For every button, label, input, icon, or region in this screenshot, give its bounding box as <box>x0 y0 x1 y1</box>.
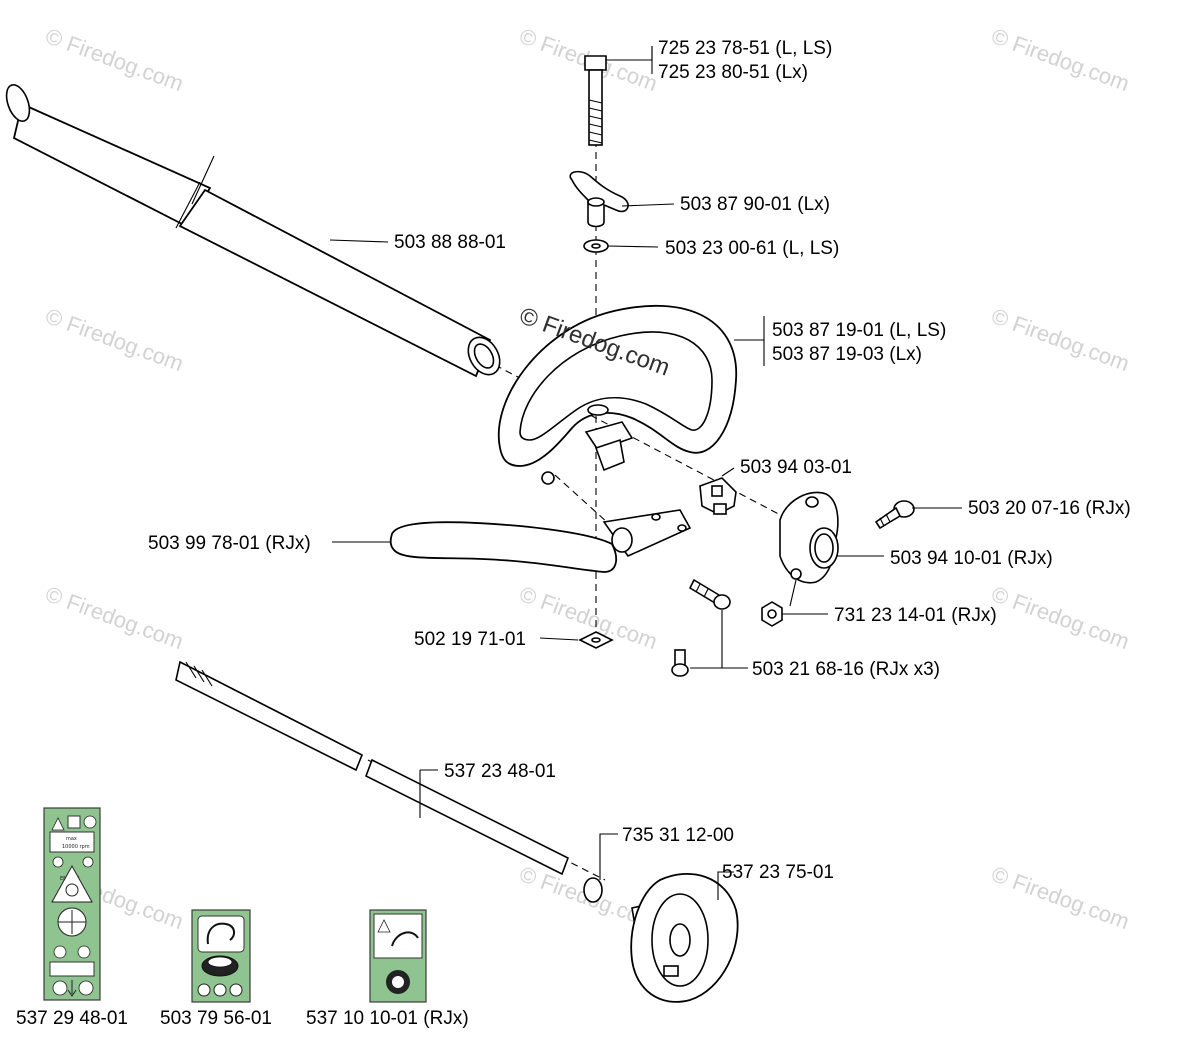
decal-text: 10000 rpm <box>62 844 90 850</box>
part-number-label: 537 29 48-01 <box>16 1008 128 1029</box>
part-number-label: 503 99 78-01 (RJx) <box>148 533 311 554</box>
part-number-label: 503 23 00-61 (L, LS) <box>665 238 839 259</box>
watermark: © Firedog.com <box>42 581 186 654</box>
watermark: © Firedog.com <box>42 303 186 376</box>
part-number-label: 731 23 14-01 (RJx) <box>834 605 997 626</box>
part-number-label: 503 94 03-01 <box>740 457 852 478</box>
part-number-label: 503 88 88-01 <box>394 232 506 253</box>
part-number-label: 503 87 90-01 (Lx) <box>680 194 830 215</box>
break-mark <box>191 155 215 205</box>
part-number-label: 725 23 78-51 (L, LS) <box>658 38 832 59</box>
holder-part <box>779 491 839 584</box>
watermark-group: © Firedog.com © Firedog.com © Firedog.co… <box>42 23 1132 934</box>
part-number-label: 537 23 75-01 <box>722 862 834 883</box>
watermark: © Firedog.com <box>988 861 1132 934</box>
decal-safety-sticker: max 10000 rpm EN1486 <box>43 807 101 1001</box>
handle-part <box>497 304 737 485</box>
knob-part <box>569 170 629 228</box>
washer-hole <box>591 243 601 249</box>
screws-part <box>671 578 731 677</box>
square-nut-hole <box>591 637 601 643</box>
part-number-label: 725 23 80-51 (Lx) <box>658 62 808 83</box>
nut-part <box>761 601 783 627</box>
watermark: © Firedog.com <box>42 23 186 96</box>
leader-lines <box>329 46 962 900</box>
watermark: © Firedog.com <box>988 303 1132 376</box>
part-number-label: 503 20 07-16 (RJx) <box>968 498 1131 519</box>
part-number-label: 503 79 56-01 <box>160 1008 272 1029</box>
part-number-label: 537 23 48-01 <box>444 761 556 782</box>
clamp-part <box>699 477 737 515</box>
break-mark <box>175 181 201 229</box>
axis-line <box>554 474 609 524</box>
screw-part <box>874 500 915 530</box>
shaft-part <box>175 660 603 903</box>
decal-trimmer-head <box>191 909 251 1003</box>
part-number-label: 503 87 19-01 (L, LS) <box>772 320 946 341</box>
guard-bar-part <box>389 509 692 573</box>
bolt-part <box>584 55 607 146</box>
part-number-label: 503 94 10-01 (RJx) <box>890 548 1053 569</box>
watermark: © Firedog.com <box>988 23 1132 96</box>
decal-warning-blade <box>369 909 427 1003</box>
part-number-label: 735 31 12-00 <box>622 825 734 846</box>
tube-part <box>5 84 501 378</box>
watermark: © Firedog.com <box>988 581 1132 654</box>
part-number-label: 502 19 71-01 <box>414 629 526 650</box>
part-number-label: 503 87 19-03 (Lx) <box>772 344 922 365</box>
axis-line <box>494 364 791 521</box>
drum-part <box>630 873 739 1003</box>
part-number-label: 537 10 10-01 (RJx) <box>306 1008 469 1029</box>
part-labels: 725 23 78-51 (L, LS) 725 23 80-51 (Lx) 5… <box>16 38 1131 1029</box>
decal-text: max <box>66 836 77 842</box>
part-number-label: 503 21 68-16 (RJx x3) <box>752 659 940 680</box>
